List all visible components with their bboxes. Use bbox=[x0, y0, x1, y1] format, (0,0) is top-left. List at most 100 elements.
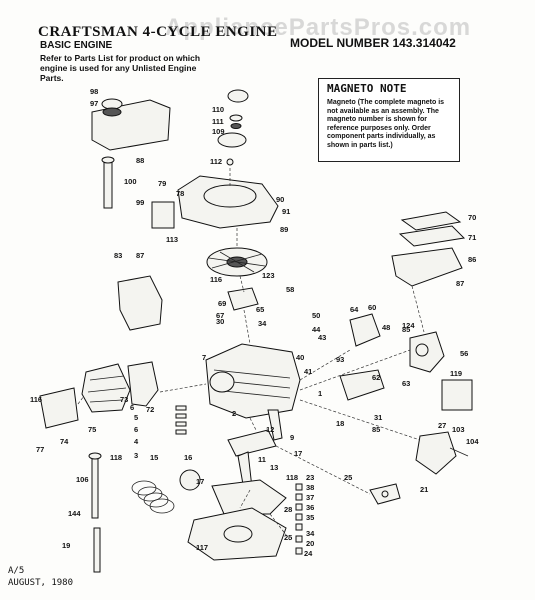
part-label-60: 60 bbox=[368, 303, 376, 312]
ignition-coil bbox=[227, 287, 259, 311]
part-label-123: 123 bbox=[262, 271, 275, 280]
part-label-91: 91 bbox=[282, 207, 290, 216]
part-label-19: 19 bbox=[62, 541, 70, 550]
part-label-78: 78 bbox=[176, 189, 184, 198]
part-label-12: 12 bbox=[266, 425, 274, 434]
part-label-6: 6 bbox=[130, 403, 134, 412]
part-label-110: 110 bbox=[212, 105, 224, 114]
part-label-100: 100 bbox=[124, 177, 137, 186]
part-label-7: 7 bbox=[202, 353, 206, 362]
part-label-87: 87 bbox=[136, 251, 144, 260]
part-label-1: 1 bbox=[318, 389, 322, 398]
part-label-83: 83 bbox=[114, 251, 122, 260]
part-label-118: 118 bbox=[286, 473, 298, 482]
carburetor-adapter bbox=[391, 247, 463, 287]
air-filter bbox=[398, 211, 466, 247]
part-label-6: 6 bbox=[134, 425, 138, 434]
part-label-90: 90 bbox=[276, 195, 284, 204]
part-label-124: 124 bbox=[402, 321, 415, 330]
part-label-17: 17 bbox=[294, 449, 302, 458]
part-label-34: 34 bbox=[258, 319, 267, 328]
part-label-117: 117 bbox=[196, 543, 208, 552]
part-label-35: 35 bbox=[306, 513, 314, 522]
fasteners bbox=[175, 405, 303, 555]
part-label-50: 50 bbox=[312, 311, 320, 320]
part-label-103: 103 bbox=[452, 425, 465, 434]
part-label-13: 13 bbox=[270, 463, 278, 472]
part-label-58: 58 bbox=[286, 285, 294, 294]
starter-cup bbox=[415, 431, 469, 475]
part-label-97: 97 bbox=[90, 99, 98, 108]
part-label-31: 31 bbox=[374, 413, 382, 422]
part-label-70: 70 bbox=[468, 213, 476, 222]
part-label-41: 41 bbox=[304, 367, 312, 376]
mounting-bracket bbox=[117, 275, 163, 331]
part-label-72: 72 bbox=[146, 405, 154, 414]
part-label-98: 98 bbox=[90, 87, 98, 96]
breather-tube bbox=[101, 156, 115, 209]
part-label-99: 99 bbox=[136, 198, 144, 207]
part-label-69: 69 bbox=[218, 299, 226, 308]
part-label-16: 16 bbox=[184, 453, 192, 462]
part-label-28: 28 bbox=[284, 505, 292, 514]
cylinder-shroud bbox=[39, 387, 79, 429]
base-gasket bbox=[211, 479, 287, 515]
part-label-116: 116 bbox=[30, 395, 42, 404]
part-label-71: 71 bbox=[468, 233, 476, 242]
carburetor bbox=[409, 331, 445, 373]
part-label-65: 65 bbox=[256, 305, 264, 314]
part-label-119: 119 bbox=[450, 369, 462, 378]
diagram-subtitle: BASIC ENGINE bbox=[40, 40, 113, 51]
part-label-36: 36 bbox=[306, 503, 314, 512]
part-label-62: 62 bbox=[372, 373, 380, 382]
part-label-106: 106 bbox=[76, 475, 89, 484]
part-label-85: 85 bbox=[372, 425, 380, 434]
part-label-109: 109 bbox=[212, 127, 225, 136]
part-label-86: 86 bbox=[468, 255, 476, 264]
part-label-75: 75 bbox=[88, 425, 96, 434]
part-label-74: 74 bbox=[60, 437, 69, 446]
head-gasket bbox=[127, 361, 159, 407]
part-label-118: 118 bbox=[110, 453, 122, 462]
part-label-64: 64 bbox=[350, 305, 359, 314]
part-label-27: 27 bbox=[438, 421, 446, 430]
part-label-73: 73 bbox=[120, 395, 128, 404]
part-label-104: 104 bbox=[466, 437, 479, 446]
assembly-leader-lines bbox=[77, 168, 425, 541]
fuel-cap-stack bbox=[217, 89, 249, 166]
flywheel bbox=[206, 247, 268, 277]
part-label-56: 56 bbox=[460, 349, 468, 358]
part-label-30: 30 bbox=[216, 317, 224, 326]
part-label-77: 77 bbox=[36, 445, 44, 454]
part-label-25: 25 bbox=[284, 533, 292, 542]
part-label-43: 43 bbox=[318, 333, 326, 342]
part-label-44: 44 bbox=[312, 325, 321, 334]
piston bbox=[179, 469, 201, 491]
fuel-tank bbox=[441, 379, 473, 411]
part-label-5: 5 bbox=[134, 413, 138, 422]
part-label-116: 116 bbox=[210, 275, 222, 284]
diagram-title: CRAFTSMAN 4-CYCLE ENGINE bbox=[38, 24, 278, 40]
model-number: MODEL NUMBER 143.314042 bbox=[290, 36, 456, 50]
footer-code: A/5 bbox=[8, 566, 25, 576]
magneto-note-box: MAGNETO NOTE Magneto (The complete magne… bbox=[318, 78, 460, 162]
part-label-63: 63 bbox=[402, 379, 410, 388]
part-label-11: 11 bbox=[258, 455, 266, 464]
part-label-113: 113 bbox=[166, 235, 178, 244]
part-label-93: 93 bbox=[336, 355, 344, 364]
flywheel-nut bbox=[369, 483, 401, 505]
part-label-87: 87 bbox=[456, 279, 464, 288]
part-label-34: 34 bbox=[306, 529, 315, 538]
magneto-note-title: MAGNETO NOTE bbox=[327, 82, 407, 95]
part-label-21: 21 bbox=[420, 485, 428, 494]
part-label-89: 89 bbox=[280, 225, 288, 234]
part-label-67: 67 bbox=[216, 311, 224, 320]
piston-rings bbox=[131, 480, 175, 514]
part-label-25: 25 bbox=[344, 473, 352, 482]
part-label-15: 15 bbox=[150, 453, 158, 462]
magneto-note-body: Magneto (The complete magneto is not ava… bbox=[327, 99, 445, 149]
part-label-88: 88 bbox=[136, 156, 144, 165]
part-label-112: 112 bbox=[210, 157, 222, 166]
